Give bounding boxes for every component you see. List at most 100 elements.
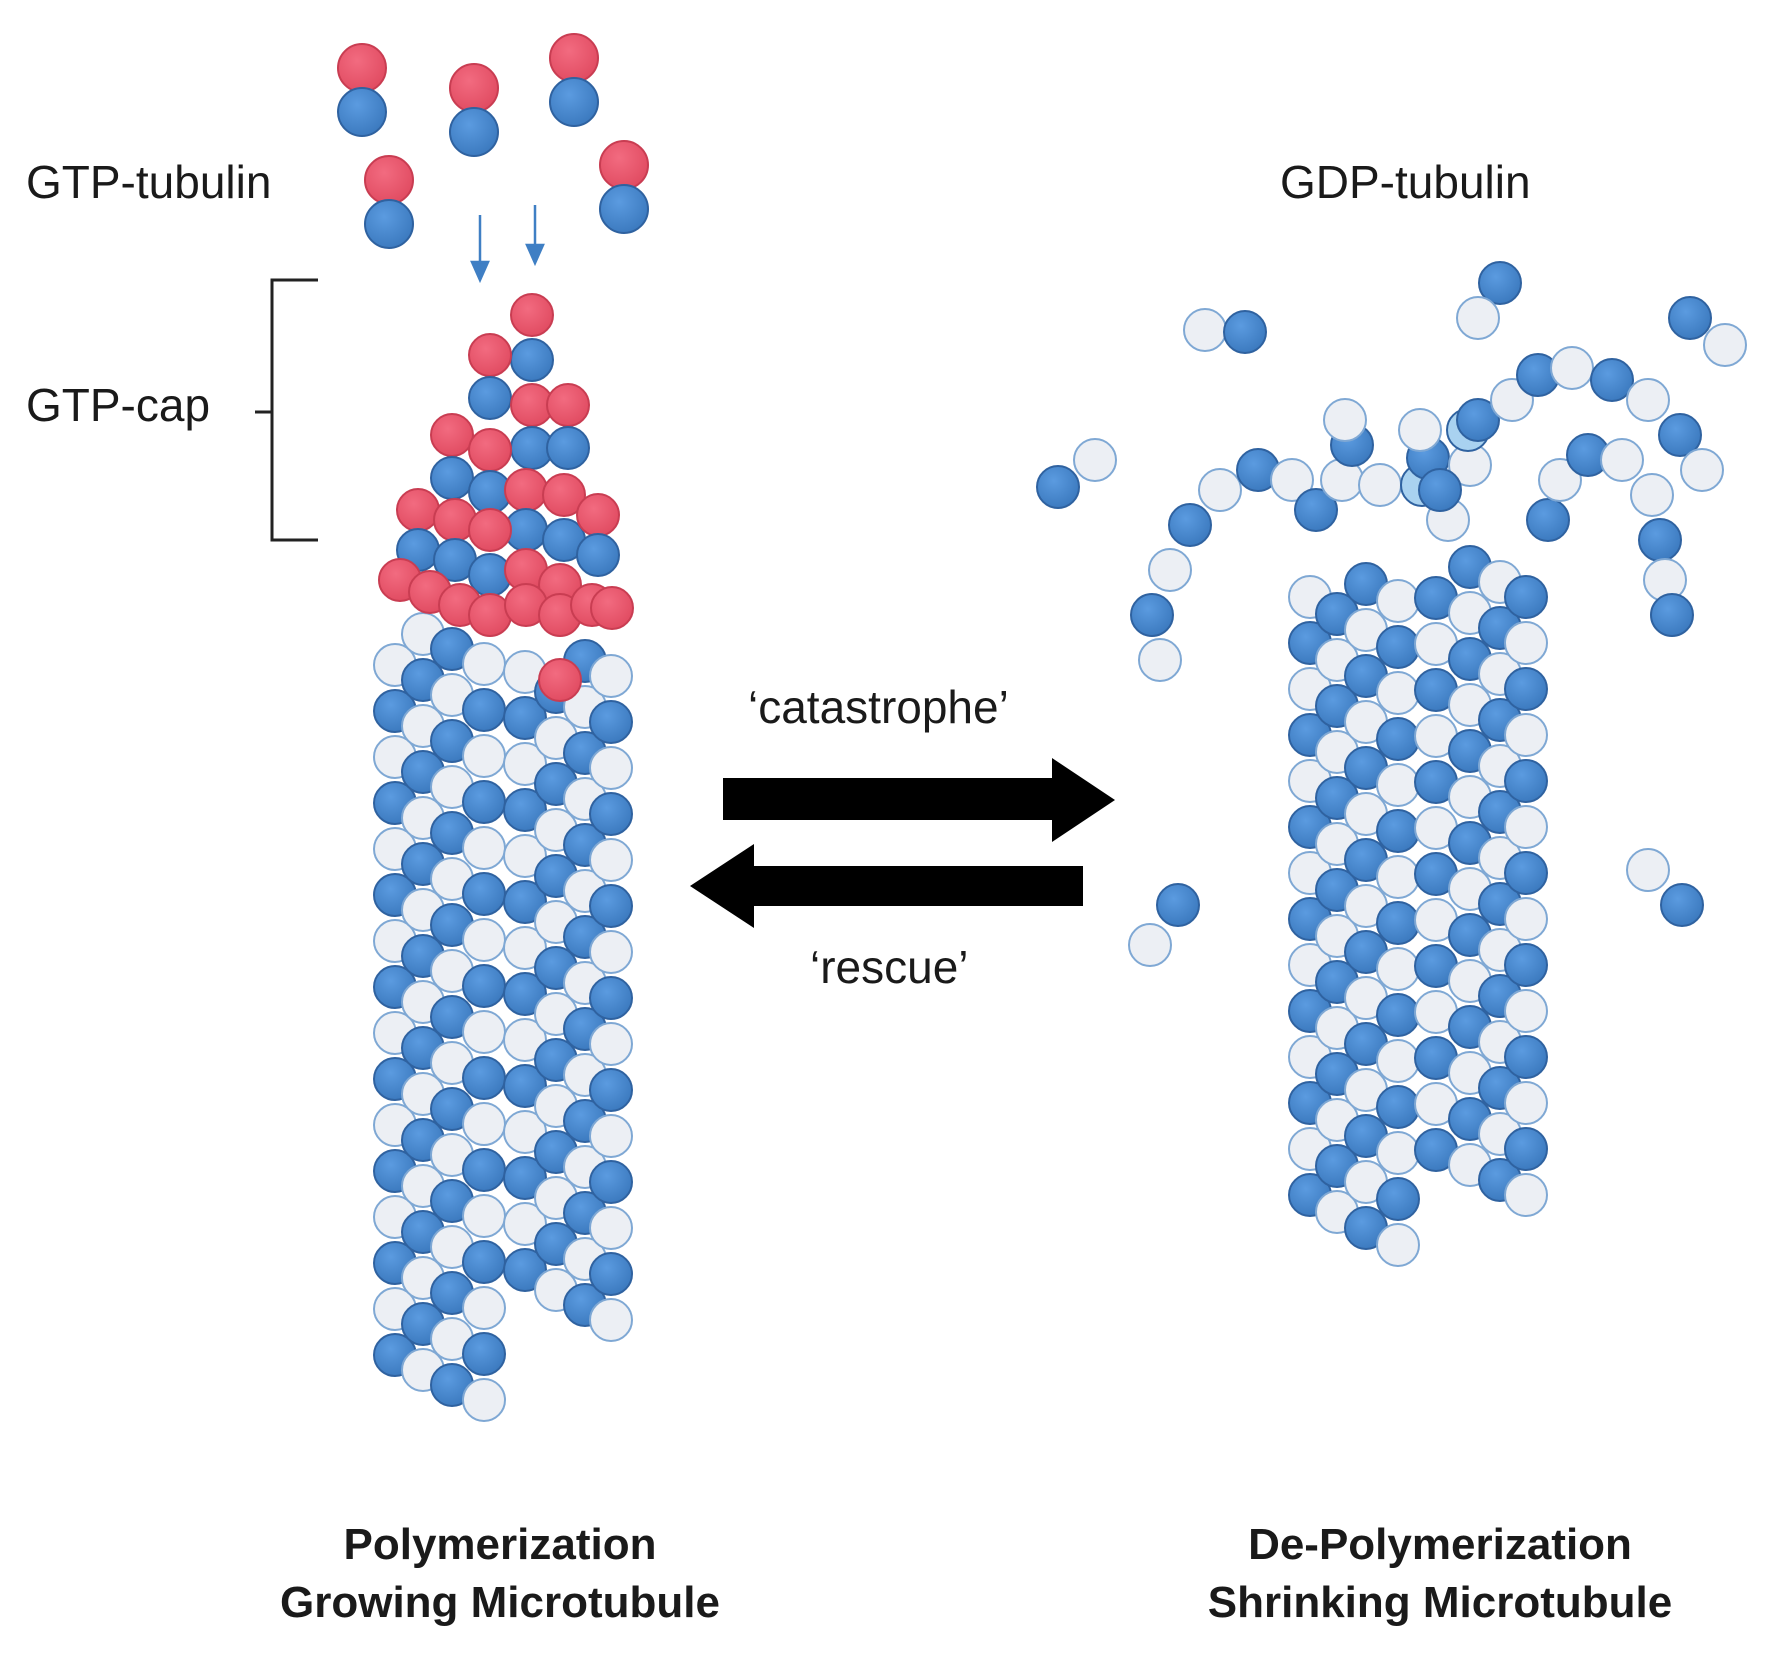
lattice-subunit	[589, 700, 633, 744]
gdp-tubulin-subunit	[1668, 296, 1712, 340]
lattice-subunit	[462, 918, 506, 962]
gtp-beta-subunit	[542, 473, 586, 517]
lattice-subunit	[462, 780, 506, 824]
lattice-subunit	[503, 1156, 547, 1200]
lattice-subunit	[1376, 579, 1420, 623]
lattice-subunit	[462, 1010, 506, 1054]
peeling-subunit	[1650, 593, 1694, 637]
peeling-subunit	[1168, 503, 1212, 547]
peeling-subunit	[1294, 488, 1338, 532]
lattice-subunit	[1504, 667, 1548, 711]
alpha-subunit	[599, 184, 649, 234]
lattice-subunit	[462, 1148, 506, 1192]
lattice-subunit	[589, 1022, 633, 1066]
lattice-subunit	[503, 696, 547, 740]
lattice-subunit	[462, 872, 506, 916]
lattice-subunit	[1504, 575, 1548, 619]
peeling-subunit	[1358, 463, 1402, 507]
lattice-subunit	[1376, 671, 1420, 715]
lattice-subunit	[1504, 943, 1548, 987]
peeling-subunit	[1198, 468, 1242, 512]
lattice-subunit	[1504, 897, 1548, 941]
lattice-subunit	[589, 1160, 633, 1204]
peeling-subunit	[1630, 473, 1674, 517]
gdp-tubulin-subunit	[1073, 438, 1117, 482]
gtp-beta-subunit	[590, 586, 634, 630]
lattice-subunit	[589, 1252, 633, 1296]
gtp-beta-subunit	[549, 33, 599, 83]
gdp-tubulin-subunit	[1223, 310, 1267, 354]
lattice-subunit	[462, 1240, 506, 1284]
alpha-subunit	[576, 533, 620, 577]
lattice-subunit	[1376, 993, 1420, 1037]
lattice-subunit	[503, 834, 547, 878]
gtp-beta-subunit	[468, 333, 512, 377]
lattice-subunit	[589, 976, 633, 1020]
gdp-tubulin-subunit	[1660, 883, 1704, 927]
lattice-subunit	[1504, 1173, 1548, 1217]
lattice-subunit	[1504, 759, 1548, 803]
gdp-tubulin-subunit	[1626, 848, 1670, 892]
alpha-subunit	[449, 107, 499, 157]
peeling-subunit	[1600, 438, 1644, 482]
gdp-tubulin-subunit	[1183, 308, 1227, 352]
shrinking-microtubule	[1130, 346, 1724, 1267]
peeling-subunit	[1658, 413, 1702, 457]
peeling-subunit	[1138, 638, 1182, 682]
gtp-beta-subunit	[510, 293, 554, 337]
depolymerization-title: De-Polymerization	[1248, 1520, 1632, 1569]
lattice-subunit	[1376, 1085, 1420, 1129]
lattice-subunit	[1504, 805, 1548, 849]
lattice-subunit	[589, 1114, 633, 1158]
peeling-subunit	[1323, 398, 1367, 442]
peeling-subunit	[1456, 398, 1500, 442]
lattice-subunit	[589, 1298, 633, 1342]
lattice-subunit	[1376, 901, 1420, 945]
gtp-beta-subunit	[449, 63, 499, 113]
alpha-subunit	[510, 338, 554, 382]
lattice-subunit	[589, 930, 633, 974]
lattice-subunit	[503, 880, 547, 924]
lattice-subunit	[462, 1332, 506, 1376]
lattice-subunit	[503, 788, 547, 832]
gtp-beta-subunit	[468, 428, 512, 472]
lattice-subunit	[462, 1286, 506, 1330]
peeling-subunit	[1538, 458, 1582, 502]
lattice-subunit	[589, 884, 633, 928]
gdp-tubulin-subunit	[1156, 883, 1200, 927]
gdp-tubulin-subunit	[1456, 296, 1500, 340]
lattice-subunit	[503, 1110, 547, 1154]
lattice-subunit	[1376, 855, 1420, 899]
lattice-subunit	[503, 1018, 547, 1062]
gtp-cap-bracket	[255, 278, 318, 542]
alpha-subunit	[546, 426, 590, 470]
lattice-subunit	[503, 926, 547, 970]
lattice-subunit	[589, 792, 633, 836]
lattice-subunit	[503, 1064, 547, 1108]
gtp-beta-subunit	[599, 140, 649, 190]
lattice-subunit	[462, 1056, 506, 1100]
free-gtp-tubulin-dimers	[337, 33, 649, 249]
gdp-tubulin-subunit	[1036, 465, 1080, 509]
peeling-subunit	[1638, 518, 1682, 562]
gtp-beta-subunit	[504, 468, 548, 512]
gdp-tubulin-label: GDP-tubulin	[1280, 156, 1531, 208]
lattice-subunit	[1504, 713, 1548, 757]
lattice-subunit	[462, 1102, 506, 1146]
lattice-subunit	[462, 642, 506, 686]
peeling-subunit	[1398, 408, 1442, 452]
peeling-subunit	[1270, 458, 1314, 502]
lattice-subunit	[1504, 621, 1548, 665]
lattice-subunit	[462, 1378, 506, 1422]
lattice-subunit	[1504, 1035, 1548, 1079]
catastrophe-label: ‘catastrophe’	[748, 681, 1009, 733]
lattice-subunit	[503, 1202, 547, 1246]
free-gdp-tubulin-dimers	[1036, 261, 1747, 967]
gdp-tubulin-subunit	[1703, 323, 1747, 367]
lattice-subunit	[589, 746, 633, 790]
gdp-tubulin-subunit	[1478, 261, 1522, 305]
peeling-subunit	[1418, 468, 1462, 512]
alpha-subunit	[337, 87, 387, 137]
incoming-arrows	[470, 205, 545, 284]
